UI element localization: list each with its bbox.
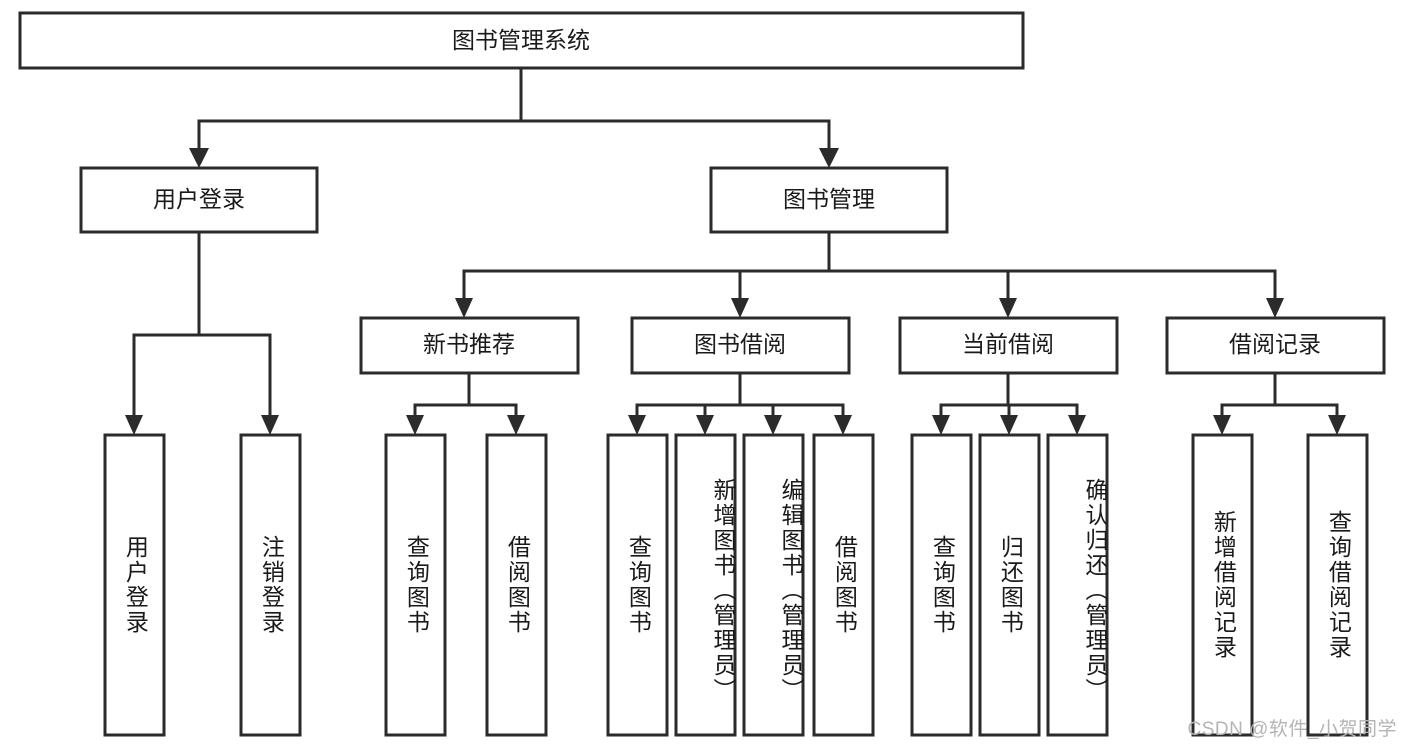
node-leaf-borrow-book-2-box[interactable] — [812, 433, 875, 737]
node-new-book-recommend-box[interactable] — [359, 316, 580, 375]
connector-group-book-borrow — [628, 371, 852, 435]
arrow-bm-to-book-borrow — [731, 298, 749, 318]
node-new-book-recommend[interactable]: 新书推荐 — [359, 316, 580, 375]
node-leaf-query-book-3-box[interactable] — [910, 433, 973, 737]
arrow-root-to-book-management — [819, 148, 839, 168]
node-user-login-label: 用户登录 — [153, 186, 245, 212]
connector-group-user-login — [125, 230, 279, 435]
connector-group-new-book-recommend — [406, 371, 525, 435]
node-borrow-record[interactable]: 借阅记录 — [1165, 316, 1386, 375]
node-current-borrow-box[interactable] — [898, 316, 1119, 375]
arrow-cb-to-leaf-2 — [1000, 415, 1018, 435]
node-new-book-recommend-label: 新书推荐 — [423, 331, 515, 357]
node-leaf-add-record-box[interactable] — [1191, 433, 1254, 737]
node-borrow-record-box[interactable] — [1165, 316, 1386, 375]
arrow-bm-to-new-book — [455, 298, 473, 318]
watermark-text: CSDN @软件_小贺同学 — [1187, 719, 1397, 740]
node-book-borrow[interactable]: 图书借阅 — [630, 316, 851, 375]
node-user-login[interactable]: 用户登录 — [79, 166, 319, 234]
node-leaf-add-book-box[interactable] — [674, 433, 737, 737]
node-root[interactable]: 图书管理系统 — [18, 11, 1025, 70]
connector-group-borrow-record — [1213, 371, 1346, 435]
arrow-bb-to-leaf-4 — [834, 415, 852, 435]
arrow-br-to-leaf-1 — [1213, 415, 1231, 435]
arrow-bb-to-leaf-1 — [628, 415, 646, 435]
node-user-login-box[interactable] — [79, 166, 319, 234]
arrow-ul-to-leaf-2 — [261, 415, 279, 435]
arrow-cb-to-leaf-3 — [1068, 415, 1086, 435]
node-leaf-query-record-box[interactable] — [1306, 433, 1369, 737]
node-leaf-confirm-return-box[interactable] — [1046, 433, 1109, 737]
node-book-management-box[interactable] — [709, 166, 949, 234]
node-current-borrow[interactable]: 当前借阅 — [898, 316, 1119, 375]
node-root-label: 图书管理系统 — [452, 27, 590, 53]
node-leaf-edit-book-box[interactable] — [742, 433, 805, 737]
arrow-bb-to-leaf-2 — [696, 415, 714, 435]
node-book-borrow-label: 图书借阅 — [694, 331, 786, 357]
node-leaf-user-logout-box[interactable] — [239, 433, 302, 737]
node-book-borrow-box[interactable] — [630, 316, 851, 375]
arrow-br-to-leaf-2 — [1328, 415, 1346, 435]
node-leaf-borrow-book-1-box[interactable] — [485, 433, 548, 737]
node-leaf-user-login-box[interactable] — [103, 433, 166, 737]
node-book-management-label: 图书管理 — [783, 186, 875, 212]
connector-group-book-management — [455, 230, 1284, 318]
arrow-cb-to-leaf-1 — [932, 415, 950, 435]
arrow-bm-to-borrow-record — [1266, 298, 1284, 318]
arrow-root-to-user-login — [189, 148, 209, 168]
node-leaf-return-book-box[interactable] — [978, 433, 1041, 737]
arrow-bb-to-leaf-3 — [764, 415, 782, 435]
connector-group-current-borrow — [932, 371, 1086, 435]
node-leaf-query-book-2-box[interactable] — [606, 433, 669, 737]
arrow-bm-to-current-borrow — [999, 298, 1017, 318]
connector-group-root — [189, 66, 839, 168]
node-current-borrow-label: 当前借阅 — [962, 331, 1054, 357]
node-root-box[interactable] — [18, 11, 1025, 70]
arrow-nb-to-leaf-2 — [507, 415, 525, 435]
node-borrow-record-label: 借阅记录 — [1229, 331, 1321, 357]
arrow-ul-to-leaf-1 — [125, 415, 143, 435]
node-book-management[interactable]: 图书管理 — [709, 166, 949, 234]
node-leaf-query-book-1-box[interactable] — [384, 433, 447, 737]
arrow-nb-to-leaf-1 — [406, 415, 424, 435]
